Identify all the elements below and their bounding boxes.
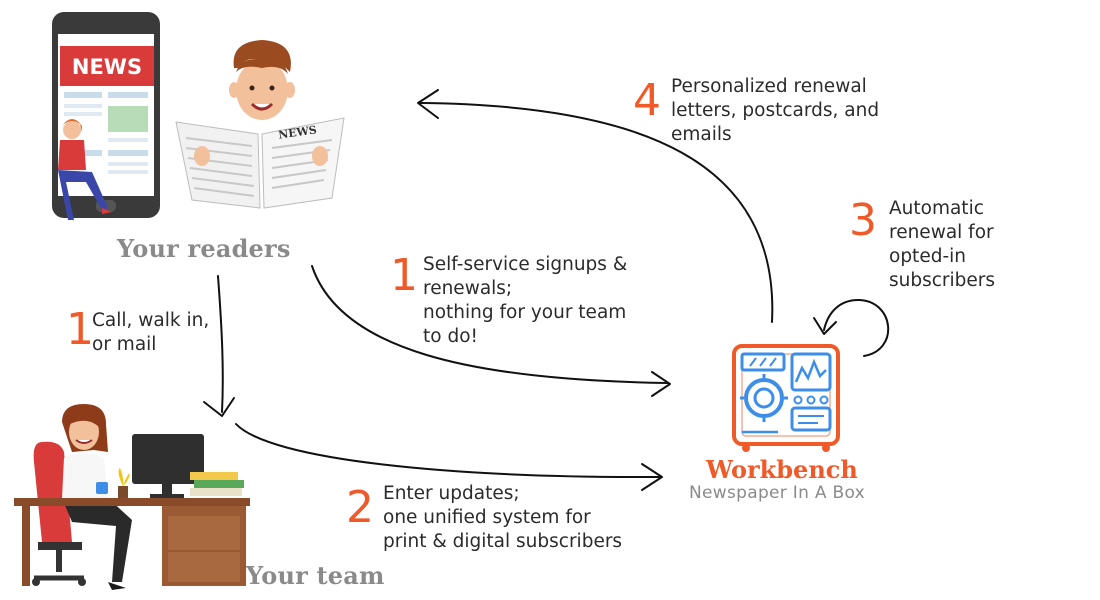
step-text-line: or mail xyxy=(92,334,157,355)
team-label: Your team xyxy=(246,561,385,590)
step-text-line: Enter updates; xyxy=(383,483,520,504)
workbench-tagline: Newspaper In A Box xyxy=(689,483,866,503)
step-text-line: Personalized renewal xyxy=(671,76,867,97)
step-text-line: renewals; xyxy=(423,278,513,299)
step-text-line: opted-in xyxy=(889,246,966,267)
step-text-line: renewal for xyxy=(889,222,994,243)
step-text-line: subscribers xyxy=(889,270,996,291)
arrow-workbench-to-readers xyxy=(419,102,774,323)
arrow-readers-to-team-head xyxy=(203,397,235,417)
phone-news-headline: NEWS xyxy=(72,55,142,79)
workbench-machine-icon xyxy=(732,344,840,452)
step-text-line: print & digital subscribers xyxy=(383,531,623,552)
step-1-manual-number: 1 xyxy=(66,304,94,355)
readers-label: Your readers xyxy=(117,234,291,263)
step-3-text: Automatic renewal for opted-in subscribe… xyxy=(889,197,995,293)
step-4-number: 4 xyxy=(633,75,661,126)
step-1-self-service-number: 1 xyxy=(390,250,418,301)
arrow-workbench-to-readers-head xyxy=(417,89,439,119)
step-4-text: Personalized renewal letters, postcards,… xyxy=(671,75,879,147)
arrow-team-to-workbench-head xyxy=(641,463,663,491)
step-2-text: Enter updates; one unified system for pr… xyxy=(383,482,622,554)
arrow-readers-to-workbench-head xyxy=(651,371,671,397)
workbench-name: Workbench xyxy=(706,455,858,484)
arrow-self-loop-head xyxy=(813,317,837,335)
step-text-line: Self-service signups & xyxy=(423,254,628,275)
step-2-number: 2 xyxy=(346,482,374,533)
step-text-line: Call, walk in, xyxy=(92,310,210,331)
arrow-team-to-workbench xyxy=(235,423,661,479)
step-3-number: 3 xyxy=(849,195,877,246)
step-text-line: Automatic xyxy=(889,198,984,219)
team-desk-illustration xyxy=(14,404,250,590)
step-text-line: letters, postcards, and xyxy=(671,100,880,121)
newspaper-masthead: NEWS xyxy=(277,123,317,141)
step-text-line: one unified system for xyxy=(383,507,591,528)
arrow-readers-to-team xyxy=(217,275,224,413)
step-text-line: emails xyxy=(671,124,732,145)
step-text-line: to do! xyxy=(423,326,478,347)
smartphone-illustration: NEWS xyxy=(52,12,160,220)
reader-man-illustration: NEWS xyxy=(175,40,345,209)
arrow-self-loop xyxy=(823,299,889,357)
step-1-manual-text: Call, walk in, or mail xyxy=(92,309,209,357)
step-text-line: nothing for your team xyxy=(423,302,627,323)
step-1-self-service-text: Self-service signups & renewals; nothing… xyxy=(423,253,627,349)
arrow-readers-to-workbench xyxy=(311,265,669,384)
